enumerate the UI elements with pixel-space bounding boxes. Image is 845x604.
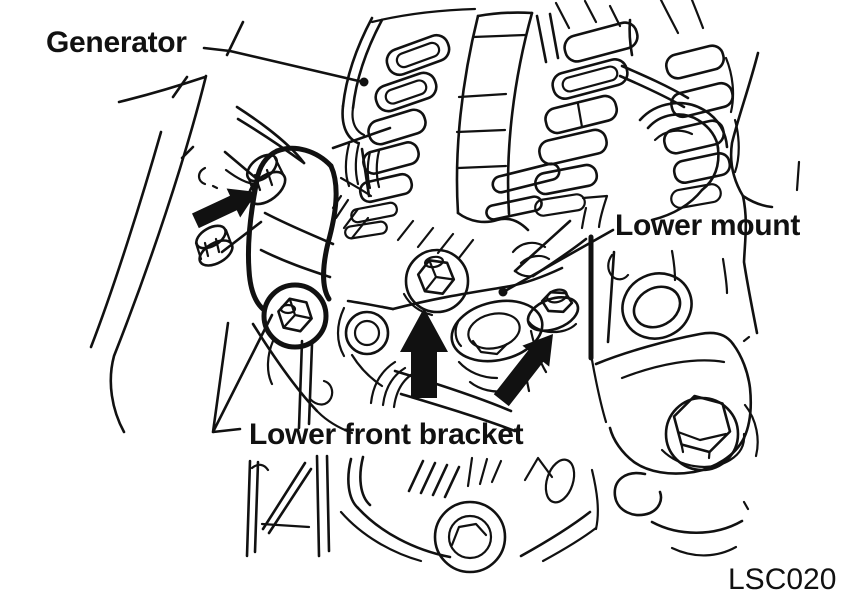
right-mount-bolt-arrow — [493, 334, 553, 407]
generator-leader-dot — [359, 77, 369, 87]
lower-mount-label: Lower mount — [615, 209, 801, 242]
engine-block-drawing — [245, 360, 599, 574]
left-hose-drawing — [89, 20, 245, 434]
belt-pulley-drawing — [618, 0, 801, 343]
center-mount-bolt — [402, 248, 470, 317]
right-engine-mount-drawing — [590, 331, 759, 557]
upper-bracket-bolt-arrow — [192, 188, 257, 229]
figure-code: LSC020 — [728, 563, 837, 596]
lower-front-bracket-drawing — [245, 126, 392, 435]
leader-lines — [202, 46, 615, 434]
generator-leader-line — [202, 46, 365, 84]
right-mount-bolt — [526, 288, 580, 334]
annotation-arrows — [192, 188, 553, 407]
generator-label: Generator — [46, 26, 187, 59]
lower-mount-leader-dot — [498, 287, 508, 297]
lower-mount-leader-line — [503, 228, 615, 293]
small-flange-nut — [194, 220, 263, 267]
center-mount-bolt-arrow — [400, 308, 448, 398]
lower-front-bracket-leader-line — [211, 313, 274, 434]
lower-front-bracket-label: Lower front bracket — [249, 418, 524, 451]
